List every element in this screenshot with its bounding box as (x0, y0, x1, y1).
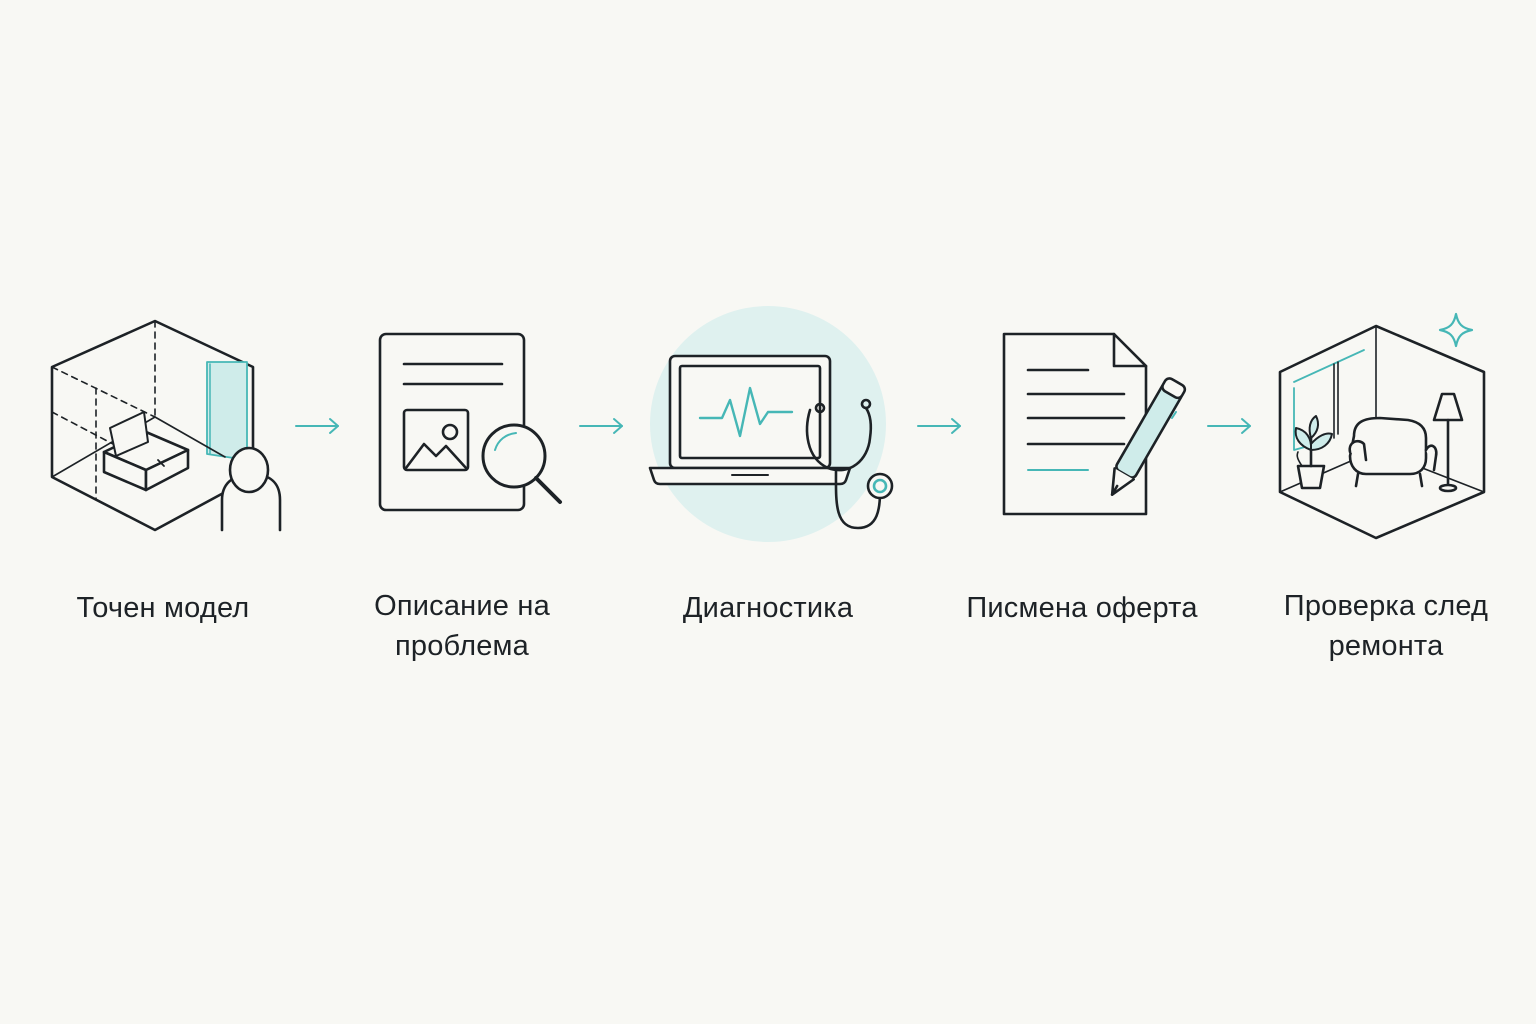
document-pen-icon (996, 328, 1196, 528)
arrow-right-icon (916, 416, 964, 436)
step-label-line: Писмена оферта (966, 592, 1198, 624)
laptop-stethoscope-icon (640, 300, 910, 550)
step-label-line: Проверка след (1283, 590, 1489, 622)
step-label-1: Точен модел (40, 588, 286, 628)
step-label-3: Диагностика (640, 588, 896, 628)
arrow-right-icon (294, 416, 342, 436)
furnished-room-sparkle-icon (1268, 310, 1498, 550)
arrow-right-icon (578, 416, 626, 436)
step-label-line: Описание на (374, 590, 550, 622)
arrow-right-icon (1206, 416, 1254, 436)
isometric-room-person-icon (40, 312, 290, 542)
step-label-5: Проверка след ремонта (1262, 586, 1510, 666)
step-label-2: Описание на проблема (344, 586, 580, 666)
step-label-4: Писмена оферта (946, 588, 1218, 628)
step-label-line: Диагностика (682, 592, 854, 624)
step-label-line: ремонта (1328, 630, 1444, 662)
document-magnifier-icon (372, 328, 572, 518)
step-label-line: Точен модел (76, 592, 250, 624)
step-label-line: проблема (395, 630, 529, 662)
